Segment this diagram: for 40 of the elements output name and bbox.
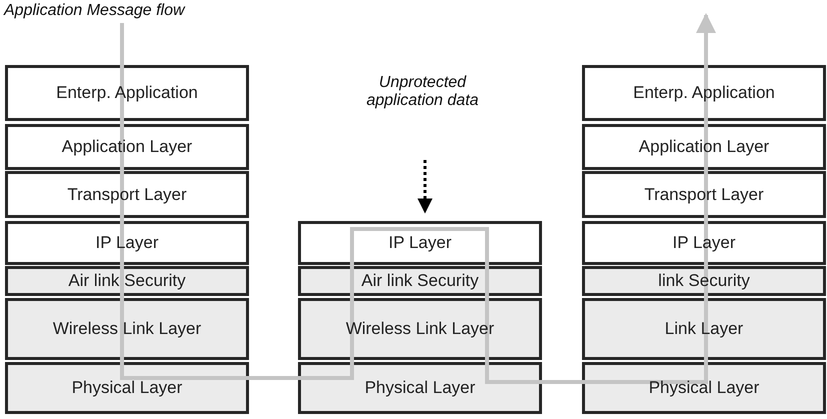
layer-box xyxy=(582,221,826,265)
layer-box xyxy=(582,124,826,170)
layer-box xyxy=(298,266,542,296)
flow-label: Application Message flow xyxy=(4,2,185,20)
layer-box xyxy=(582,266,826,296)
layer-box xyxy=(582,65,826,121)
layer-name: Transport Layer xyxy=(644,184,764,204)
layer-name: IP Layer xyxy=(388,233,452,253)
layer-name: Application Layer xyxy=(638,137,770,157)
layer-name: Link Layer xyxy=(664,319,744,339)
layer-box xyxy=(298,362,542,414)
layer-name: Air link Security xyxy=(68,271,186,291)
annotation-text: Unprotected application data xyxy=(355,74,490,110)
layer-box xyxy=(5,266,249,296)
layer-box xyxy=(298,298,542,360)
layer-name: link Security xyxy=(658,271,750,291)
flow-arrow xyxy=(696,13,716,93)
layer-box xyxy=(5,298,249,360)
layer-box xyxy=(582,171,826,218)
layer-name: IP Layer xyxy=(95,233,158,253)
layer-box xyxy=(582,362,826,414)
dotted-arrow xyxy=(418,160,432,214)
layer-box xyxy=(5,65,249,121)
layer-name: Transport Layer xyxy=(67,184,187,204)
layer-name: Physical Layer xyxy=(72,378,182,398)
layer-box xyxy=(5,221,249,265)
layer-name: Wireless Link Layer xyxy=(346,319,494,339)
layer-name: Physical Layer xyxy=(648,378,760,398)
layer-box xyxy=(298,221,542,265)
layer-name: Enterp. Application xyxy=(633,83,775,103)
layer-name: IP Layer xyxy=(672,233,736,253)
layer-box xyxy=(5,124,249,170)
layer-name: Enterp. Application xyxy=(56,83,198,103)
layer-name: Wireless Link Layer xyxy=(52,319,202,339)
layer-name: Physical Layer xyxy=(364,378,476,398)
layer-box xyxy=(5,171,249,218)
layer-box xyxy=(5,362,249,414)
layer-box xyxy=(582,298,826,360)
layer-name: Air link Security xyxy=(361,271,479,291)
layer-name: Application Layer xyxy=(62,137,192,157)
